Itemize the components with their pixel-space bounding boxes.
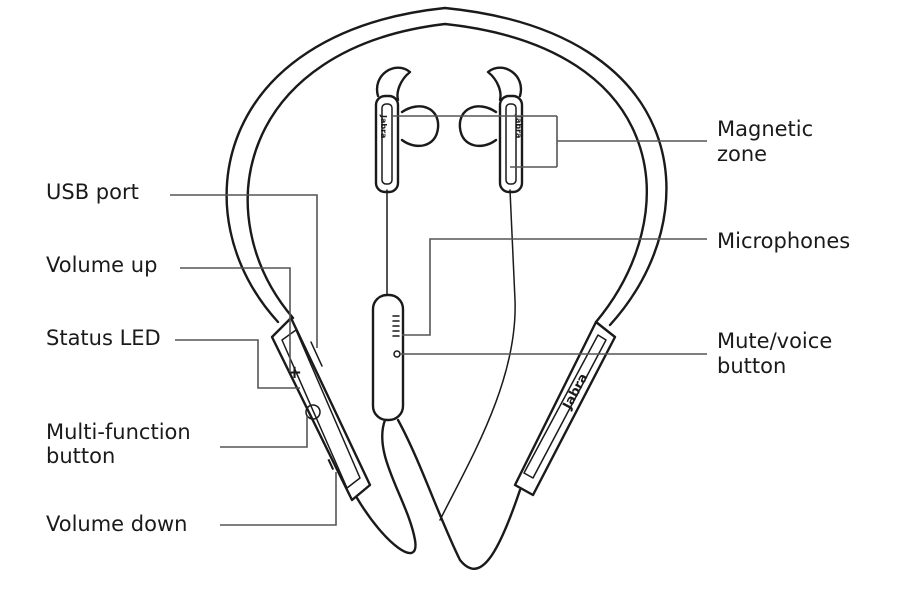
label-usb-port: USB port <box>46 180 139 204</box>
label-microphones: Microphones <box>717 229 851 253</box>
label-multi-function-line1: Multi-function <box>46 420 191 444</box>
usb-port-slot <box>310 341 323 367</box>
label-volume-up: Volume up <box>46 253 158 277</box>
microphone-grille <box>392 315 400 337</box>
earbud-cables <box>355 189 522 570</box>
callout-volume-down <box>220 472 337 526</box>
right-earbud-brand: Jabra <box>514 114 523 138</box>
callout-multi-function <box>220 416 308 448</box>
left-earbud: Jabra <box>374 66 440 194</box>
inline-remote <box>371 293 405 422</box>
label-multi-function-line2: button <box>46 444 116 468</box>
label-mute-voice-line2: button <box>717 354 787 378</box>
left-control-unit: + − <box>270 316 372 502</box>
label-volume-down: Volume down <box>46 512 188 536</box>
label-magnetic-zone-line1: Magnetic <box>717 117 814 141</box>
neckband-cable <box>225 6 668 327</box>
label-status-led: Status LED <box>46 326 161 350</box>
callout-usb-port <box>170 194 318 348</box>
label-magnetic-zone-line2: zone <box>717 142 768 166</box>
callout-lines <box>170 115 707 526</box>
mute-voice-button <box>393 350 401 358</box>
right-earbud: Jabra <box>458 66 524 194</box>
callout-status-led <box>175 339 300 389</box>
left-earbud-brand: Jabra <box>379 114 388 138</box>
callout-volume-up <box>180 267 291 372</box>
multi-function-button <box>305 404 321 420</box>
label-mute-voice-line1: Mute/voice <box>717 329 833 353</box>
callout-microphones <box>402 238 707 336</box>
right-battery-unit: Jabra <box>513 320 617 497</box>
